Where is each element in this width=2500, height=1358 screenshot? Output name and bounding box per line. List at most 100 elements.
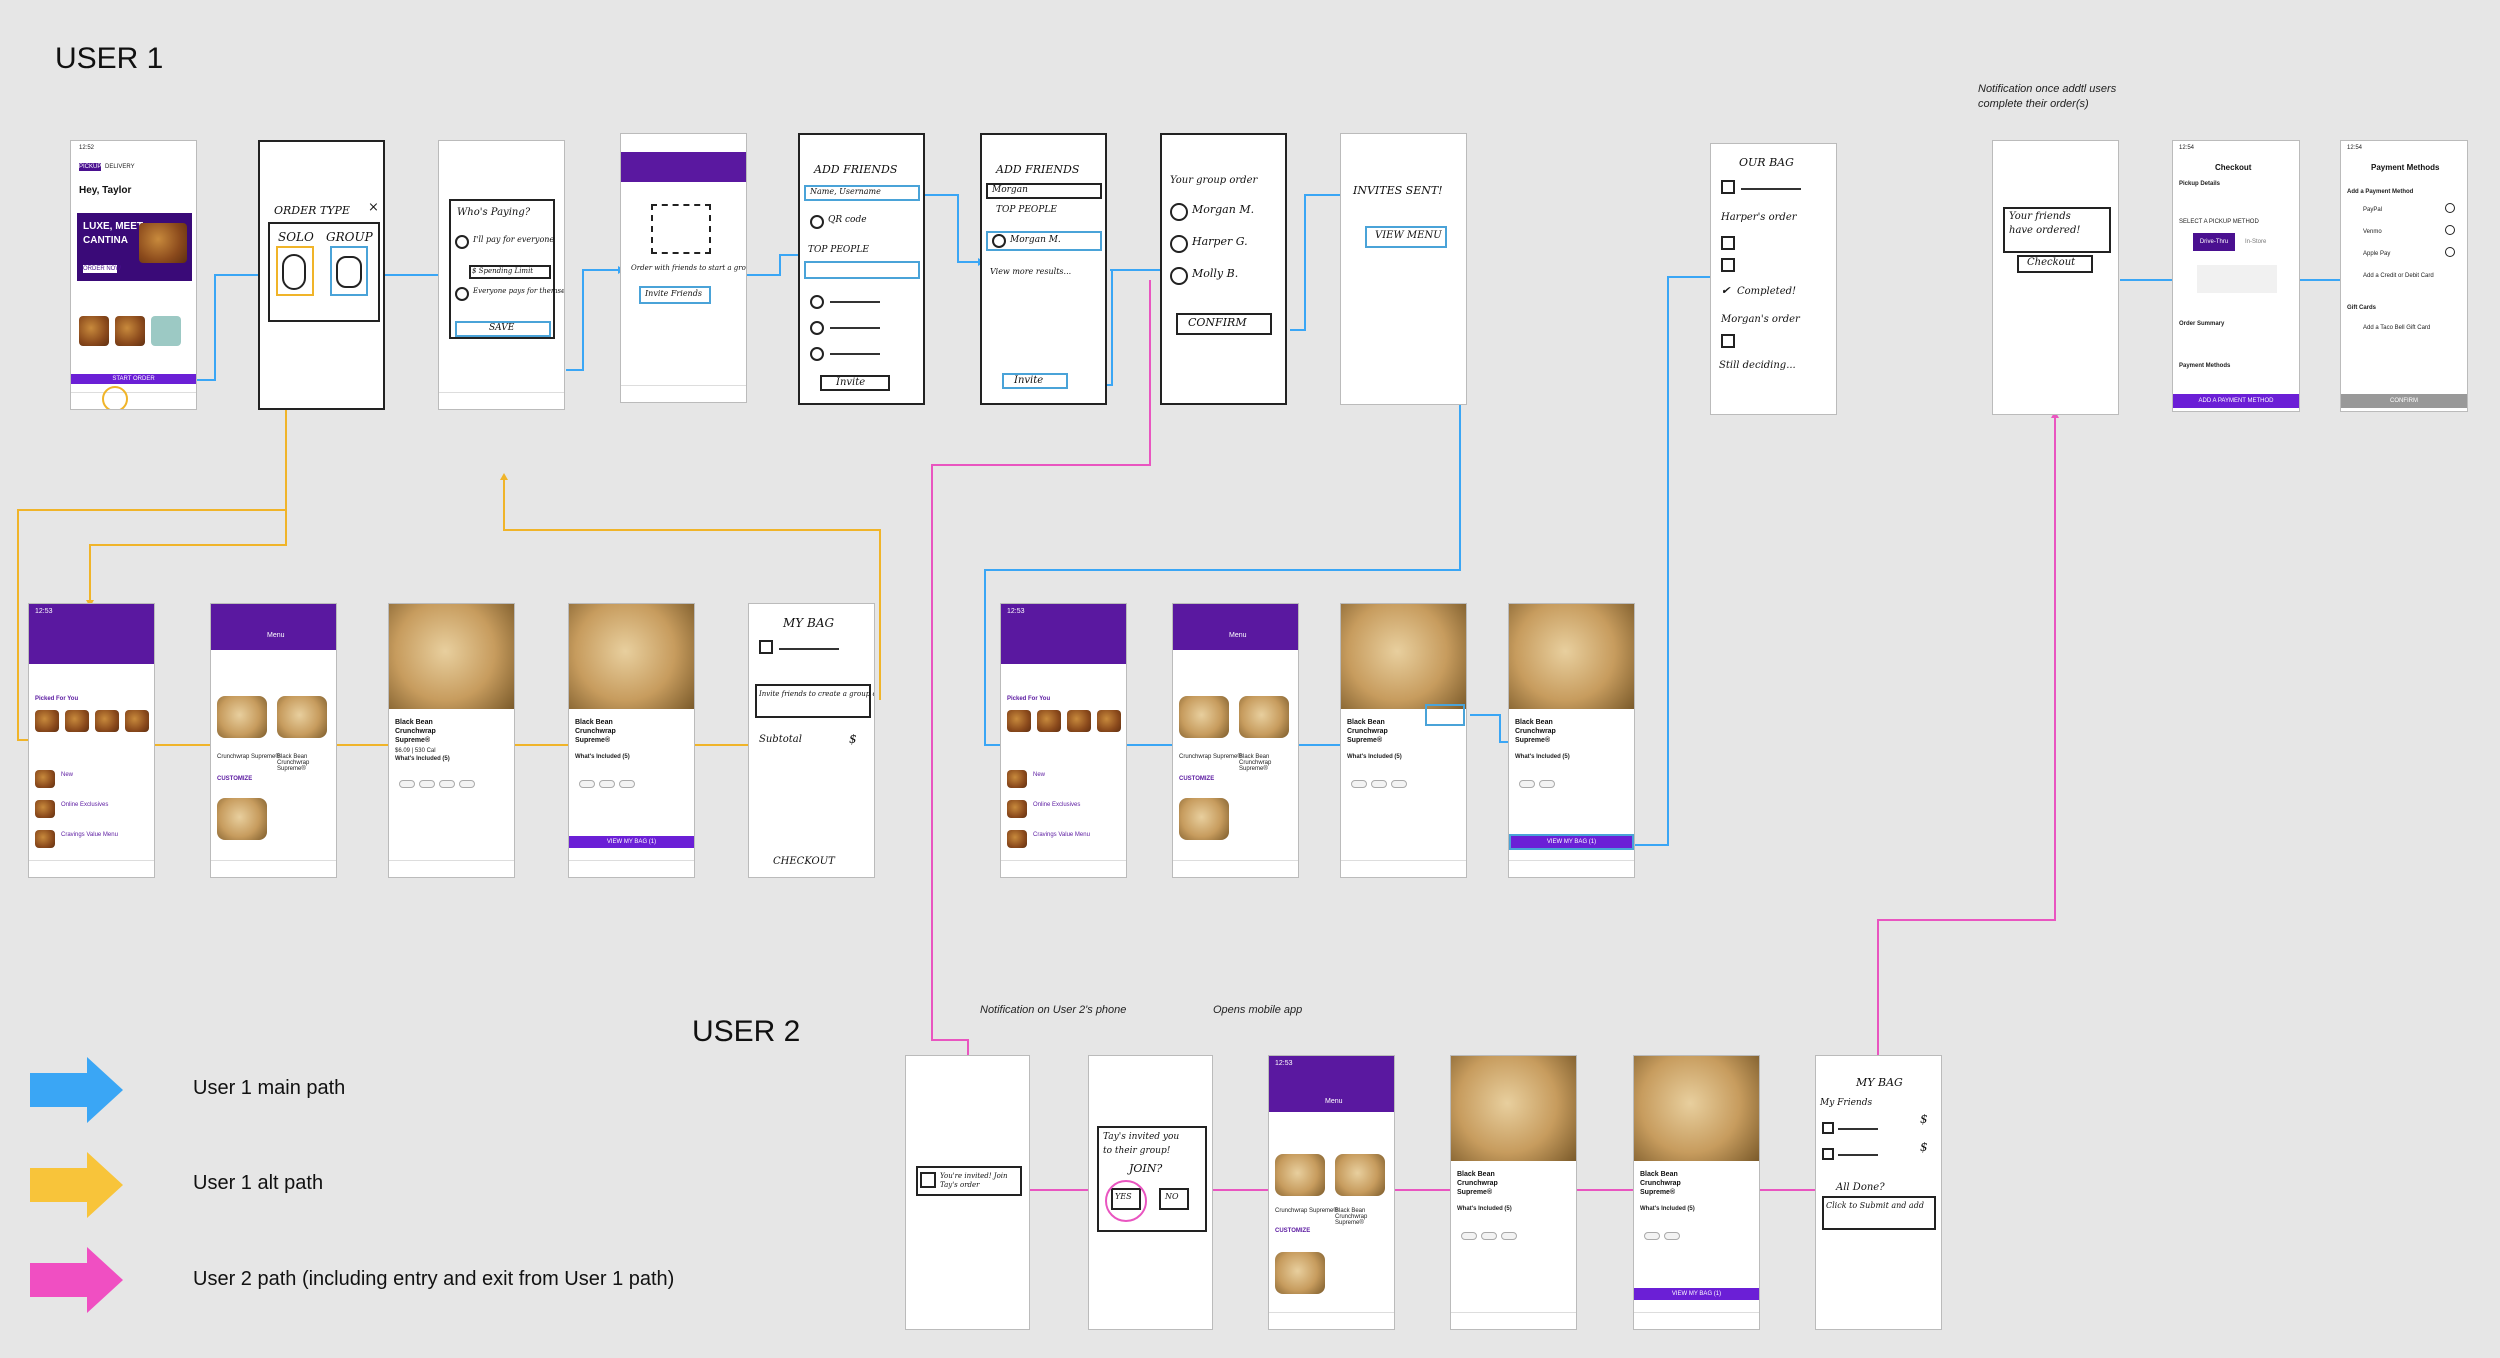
option-pill[interactable] bbox=[1644, 1232, 1660, 1240]
product-image[interactable] bbox=[1275, 1154, 1325, 1196]
food-thumb[interactable] bbox=[1037, 710, 1061, 732]
option-pill[interactable] bbox=[1539, 780, 1555, 788]
food-thumb[interactable] bbox=[35, 800, 55, 818]
option-pill[interactable] bbox=[1461, 1232, 1477, 1240]
no-button[interactable] bbox=[1159, 1188, 1189, 1210]
checkout-button[interactable]: CHECKOUT bbox=[773, 856, 835, 867]
spending-limit-field[interactable] bbox=[469, 265, 551, 279]
radio-icon[interactable] bbox=[2445, 247, 2455, 257]
selected-friend-row[interactable] bbox=[804, 261, 920, 279]
option-pill[interactable] bbox=[1391, 780, 1407, 788]
radio-icon[interactable] bbox=[455, 287, 469, 301]
checkbox-icon[interactable] bbox=[759, 640, 773, 654]
food-thumb[interactable] bbox=[1007, 830, 1027, 848]
view-bag-button[interactable]: VIEW MY BAG (1) bbox=[569, 836, 694, 848]
menu-category[interactable]: Cravings Value Menu bbox=[61, 832, 118, 838]
option-pill[interactable] bbox=[439, 780, 455, 788]
product-name[interactable]: Black Bean Crunchwrap Supreme® bbox=[1335, 1208, 1368, 1226]
venmo-option[interactable]: Venmo bbox=[2363, 229, 2382, 235]
option-pill[interactable] bbox=[399, 780, 415, 788]
product-name[interactable]: Black Bean Crunchwrap Supreme® bbox=[277, 754, 310, 772]
invite-button[interactable] bbox=[1002, 373, 1068, 389]
product-image[interactable] bbox=[1239, 696, 1289, 738]
drive-thru-option[interactable]: Drive-Thru bbox=[2193, 233, 2235, 251]
food-thumb[interactable] bbox=[1097, 710, 1121, 732]
product-image[interactable] bbox=[1275, 1252, 1325, 1294]
product-image[interactable] bbox=[217, 798, 267, 840]
product-image[interactable] bbox=[1335, 1154, 1385, 1196]
invite-friends-button[interactable] bbox=[639, 286, 711, 304]
food-thumb[interactable] bbox=[125, 710, 149, 732]
option-pill[interactable] bbox=[1664, 1232, 1680, 1240]
food-thumb[interactable] bbox=[1067, 710, 1091, 732]
product-image[interactable] bbox=[1179, 798, 1229, 840]
food-thumb[interactable] bbox=[65, 710, 89, 732]
add-payment-button[interactable]: ADD A PAYMENT METHOD bbox=[2173, 394, 2299, 408]
hero-banner[interactable]: LUXE, MEET CANTINA ORDER NOW bbox=[77, 213, 192, 281]
confirm-button[interactable]: CONFIRM bbox=[2341, 394, 2467, 408]
search-field[interactable] bbox=[804, 185, 920, 201]
order-now-button[interactable]: ORDER NOW bbox=[83, 265, 121, 273]
submit-button[interactable] bbox=[1822, 1196, 1936, 1230]
food-thumb[interactable] bbox=[1007, 770, 1027, 788]
food-thumb[interactable] bbox=[151, 316, 181, 346]
checkbox-icon[interactable] bbox=[1721, 334, 1735, 348]
product-image[interactable] bbox=[217, 696, 267, 738]
option-pill[interactable] bbox=[619, 780, 635, 788]
product-name[interactable]: Crunchwrap Supreme® bbox=[217, 754, 280, 760]
checkout-button[interactable] bbox=[2017, 255, 2093, 273]
checkbox-icon[interactable] bbox=[1721, 180, 1735, 194]
start-order-button[interactable]: START ORDER bbox=[71, 374, 196, 384]
view-more-link[interactable]: View more results... bbox=[990, 267, 1072, 276]
paypal-option[interactable]: PayPal bbox=[2363, 207, 2383, 213]
menu-category[interactable]: Online Exclusives bbox=[61, 802, 109, 808]
radio-icon[interactable] bbox=[2445, 203, 2455, 213]
food-thumb[interactable] bbox=[95, 710, 119, 732]
radio-icon[interactable] bbox=[455, 235, 469, 249]
checkbox-icon[interactable] bbox=[1721, 258, 1735, 272]
food-thumb[interactable] bbox=[1007, 800, 1027, 818]
option-pill[interactable] bbox=[1481, 1232, 1497, 1240]
checkbox-icon[interactable] bbox=[1822, 1122, 1834, 1134]
food-thumb[interactable] bbox=[1007, 710, 1031, 732]
add-highlight[interactable] bbox=[1425, 704, 1465, 726]
notification-card[interactable] bbox=[916, 1166, 1022, 1196]
option-pill[interactable] bbox=[599, 780, 615, 788]
search-field[interactable] bbox=[986, 183, 1102, 199]
group-option[interactable] bbox=[330, 246, 368, 296]
option-pill[interactable] bbox=[459, 780, 475, 788]
food-thumb[interactable] bbox=[79, 316, 109, 346]
friend-row-selected[interactable] bbox=[986, 231, 1102, 251]
gift-card-option[interactable]: Add a Taco Bell Gift Card bbox=[2363, 325, 2431, 331]
food-thumb[interactable] bbox=[35, 830, 55, 848]
product-image[interactable] bbox=[1179, 696, 1229, 738]
checkbox-icon[interactable] bbox=[1822, 1148, 1834, 1160]
checkbox-icon[interactable] bbox=[1721, 236, 1735, 250]
product-image[interactable] bbox=[277, 696, 327, 738]
customize-link[interactable]: CUSTOMIZE bbox=[1275, 1228, 1311, 1234]
menu-category[interactable]: Online Exclusives bbox=[1033, 802, 1081, 808]
customize-link[interactable]: CUSTOMIZE bbox=[1179, 776, 1215, 782]
radio-icon[interactable] bbox=[2445, 225, 2455, 235]
option-pill[interactable] bbox=[1351, 780, 1367, 788]
menu-category[interactable]: New bbox=[61, 772, 74, 778]
food-thumb[interactable] bbox=[35, 770, 55, 788]
option-pill[interactable] bbox=[1519, 780, 1535, 788]
option-pill[interactable] bbox=[1501, 1232, 1517, 1240]
view-menu-button[interactable] bbox=[1365, 226, 1447, 248]
in-store-option[interactable]: In-Store bbox=[2245, 239, 2267, 245]
invite-button[interactable] bbox=[820, 375, 890, 391]
view-bag-button[interactable]: VIEW MY BAG (1) bbox=[1509, 836, 1634, 848]
product-name[interactable]: Black Bean Crunchwrap Supreme® bbox=[1239, 754, 1272, 772]
food-thumb[interactable] bbox=[35, 710, 59, 732]
invite-card[interactable] bbox=[755, 684, 871, 718]
qr-icon[interactable] bbox=[810, 215, 824, 229]
applepay-option[interactable]: Apple Pay bbox=[2363, 251, 2391, 257]
add-card-option[interactable]: Add a Credit or Debit Card bbox=[2363, 273, 2434, 279]
menu-category[interactable]: New bbox=[1033, 772, 1046, 778]
delivery-tab[interactable]: DELIVERY bbox=[105, 164, 135, 170]
solo-option[interactable] bbox=[276, 246, 314, 296]
save-button[interactable] bbox=[455, 321, 551, 337]
option-pill[interactable] bbox=[419, 780, 435, 788]
product-name[interactable]: Crunchwrap Supreme® bbox=[1179, 754, 1242, 760]
